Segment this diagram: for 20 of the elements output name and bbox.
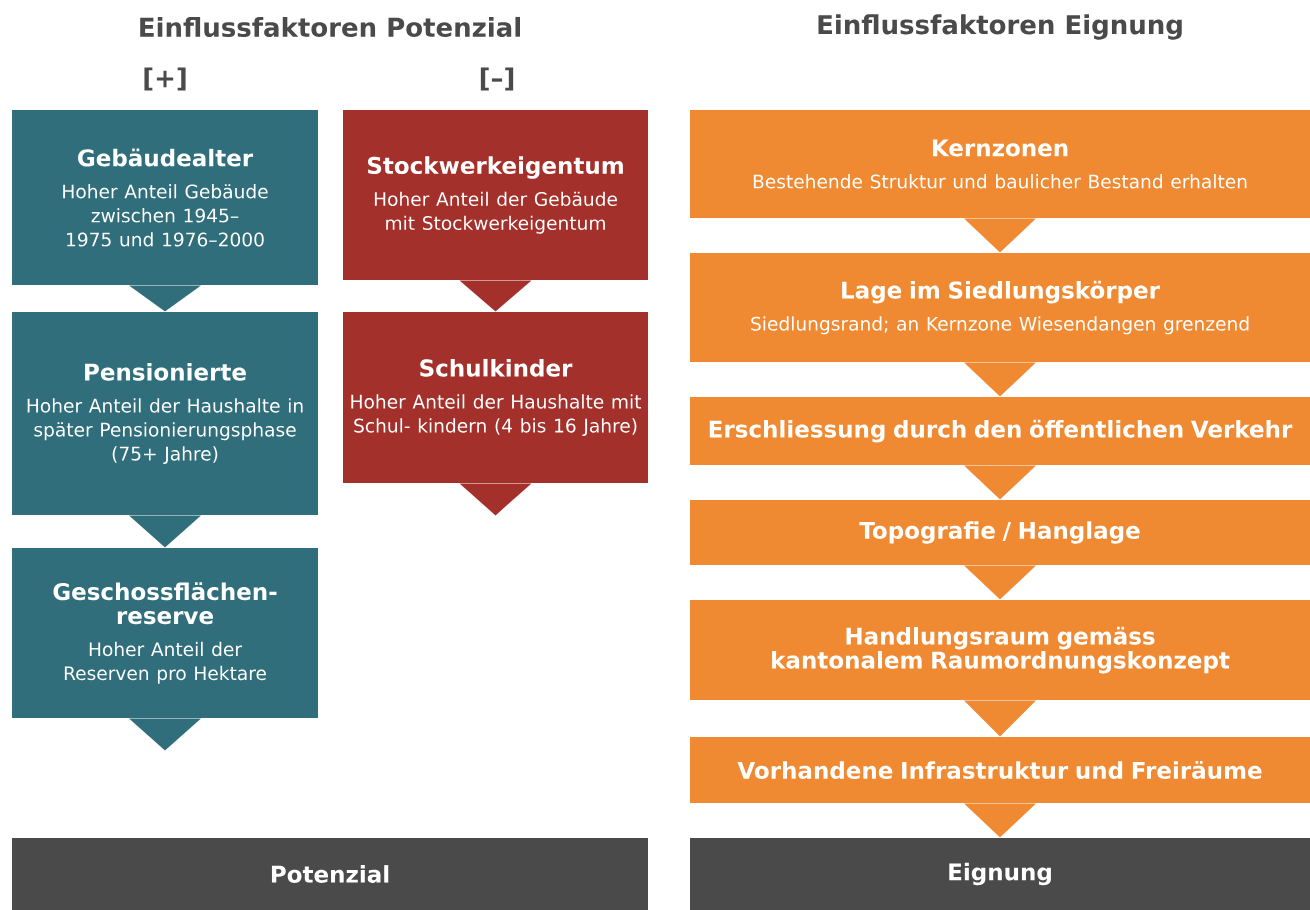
arrow xyxy=(964,803,1036,838)
process-box: Stockwerkeigentum Hoher Anteil der Gebäude mit Stockwerkeigentum xyxy=(343,110,648,280)
arrow xyxy=(964,362,1036,397)
arrow xyxy=(964,218,1036,253)
process-box: Pensionierte Hoher Anteil der Haushalte in später Pensionierungsphase (75+ Jahre) xyxy=(12,312,318,515)
arrow xyxy=(129,515,201,548)
process-box: Potenzial xyxy=(12,838,648,910)
arrow xyxy=(964,465,1036,500)
process-box: Schulkinder Hoher Anteil der Haushalte mit Schul- kindern (4 bis 16 Jahre) xyxy=(343,312,648,483)
arrow xyxy=(459,280,532,312)
column-heading: Einflussfaktoren Potenzial xyxy=(140,16,520,38)
process-box: Eignung xyxy=(690,838,1310,910)
arrow xyxy=(459,483,532,516)
column-heading: Einflussfaktoren Eignung xyxy=(818,14,1182,40)
arrow xyxy=(129,285,201,312)
arrow xyxy=(964,700,1036,737)
arrow xyxy=(964,565,1036,600)
process-box: Gebäudealter Hoher Anteil Gebäude zwischen 1945–1975 und 1976–2000 xyxy=(12,110,318,285)
process-box: Geschossflächen- reserve Hoher Anteil der Reserven pro Hektare xyxy=(12,548,318,718)
arrow xyxy=(129,718,201,751)
